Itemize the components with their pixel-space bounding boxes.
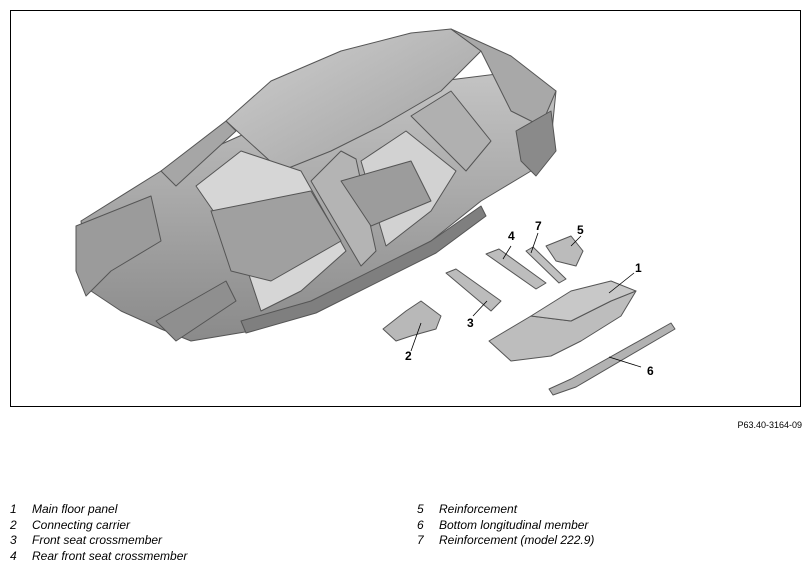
legend-label: Front seat crossmember: [32, 533, 163, 547]
legend-number: 7: [417, 533, 424, 547]
legend-number: 5: [417, 502, 424, 516]
callout-1: 1: [635, 261, 642, 275]
legend-label: Connecting carrier: [32, 517, 131, 532]
legend-item: 2 Connecting carrier: [10, 518, 187, 534]
part-main-floor-panel: [488, 280, 637, 362]
callout-2: 2: [405, 349, 412, 363]
callout-5: 5: [577, 223, 584, 237]
legend-column-right: 5 Reinforcement 6 Bottom longitudinal memb…: [417, 502, 594, 549]
legend-label: Main floor panel: [32, 502, 118, 516]
legend-item: 1 Main floor panel: [10, 502, 187, 518]
legend-item: 7 Reinforcement (model 222.9): [417, 533, 594, 549]
legend-item: 6 Bottom longitudinal member: [417, 518, 594, 534]
leader-lines: [410, 232, 642, 368]
car-body-illustration: [75, 28, 676, 396]
callout-3: 3: [467, 316, 474, 330]
legend-number: 4: [10, 548, 17, 563]
legend-label: Bottom longitudinal member: [439, 517, 589, 532]
part-rear-front-seat-crossmember: [485, 248, 547, 290]
part-reinforcement-222-9: [525, 246, 567, 284]
legend-number: 1: [10, 502, 17, 516]
figure-code: P63.40-3164-09: [737, 420, 802, 430]
figure-frame: 1 2 3 4 5 6 7: [10, 10, 801, 407]
legend-label: Rear front seat crossmember: [32, 548, 188, 563]
legend-number: 6: [417, 517, 424, 532]
legend-item: 4 Rear front seat crossmember: [10, 549, 187, 565]
legend-label: Reinforcement (model 222.9): [439, 533, 595, 547]
legend-label: Reinforcement: [439, 502, 518, 516]
callout-4: 4: [508, 229, 515, 243]
legend-item: 5 Reinforcement: [417, 502, 594, 518]
callout-6: 6: [647, 364, 654, 378]
callout-7: 7: [535, 219, 542, 233]
part-bottom-longitudinal-member: [548, 322, 676, 396]
part-connecting-carrier: [382, 300, 442, 342]
part-front-seat-crossmember: [445, 268, 502, 312]
body-shell: [75, 28, 557, 342]
legend-column-left: 1 Main floor panel 2 Connecting carrier 3 F…: [10, 502, 187, 564]
legend-number: 2: [10, 517, 17, 532]
part-reinforcement: [545, 235, 584, 267]
legend-item: 3 Front seat crossmember: [10, 533, 187, 549]
legend-number: 3: [10, 533, 17, 547]
